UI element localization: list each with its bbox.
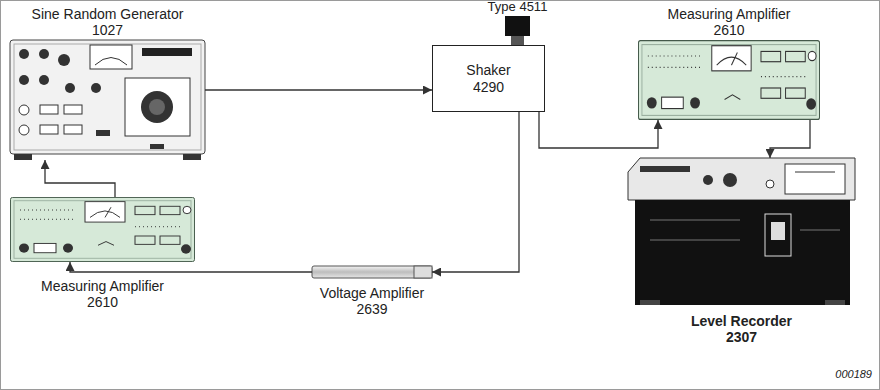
shaker-box: Shaker 4290 — [432, 45, 545, 112]
signal-cable — [432, 112, 519, 272]
amplifier-drawing — [638, 41, 819, 120]
device-name: Measuring Amplifier 2610 — [654, 6, 804, 38]
shaker-box: Shaker 4290 — [454, 62, 524, 96]
device-name: Level Recorder 2307 — [679, 313, 804, 345]
recorder-drawing — [628, 158, 855, 305]
instrument: Level Recorder 2307 — [628, 158, 855, 305]
accelerometer-block — [505, 16, 530, 45]
amplifier-label: Measuring Amplifier 2610 — [654, 6, 804, 38]
device-name: Sine Random Generator 1027 — [20, 6, 195, 38]
figure-number: 000189 — [780, 368, 872, 381]
amplifier-label: Measuring Amplifier 2610 — [28, 278, 178, 310]
instrument: Voltage Amplifier 2639 — [312, 266, 432, 278]
signal-cable — [770, 120, 810, 158]
device-name: Voltage Amplifier 2639 — [307, 285, 437, 317]
recorder-label: Level Recorder 2307 — [679, 313, 804, 345]
voltage-amplifier-label: Voltage Amplifier 2639 — [307, 285, 437, 317]
device-name: Shaker 4290 — [454, 62, 524, 96]
generator-drawing — [10, 40, 205, 160]
part-type-label: Type 4511 — [470, 0, 565, 15]
signal-cable — [70, 262, 312, 272]
device-name: Measuring Amplifier 2610 — [28, 278, 178, 310]
instrument: Measuring Amplifier 2610 — [10, 197, 195, 262]
signal-cable — [45, 160, 115, 197]
voltage-amplifier-drawing — [312, 266, 432, 278]
amplifier-drawing — [11, 197, 195, 261]
generator-label: Sine Random Generator 1027 — [20, 6, 195, 38]
instrument: Measuring Amplifier 2610 — [638, 40, 820, 120]
signal-cable — [539, 112, 658, 148]
instrument: Sine Random Generator 1027 — [10, 40, 205, 160]
signal-cable — [205, 89, 432, 90]
